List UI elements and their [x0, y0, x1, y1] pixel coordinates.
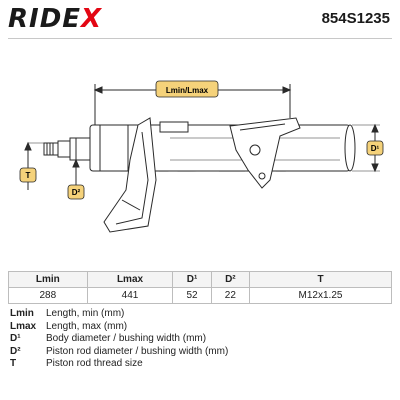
d1-badge	[366, 140, 384, 156]
legend-key: D¹	[10, 333, 21, 344]
length-label-box	[155, 80, 219, 98]
legend-row-t: T Piston rod thread size	[10, 358, 228, 371]
part-number: 854S1235	[321, 10, 390, 27]
t-badge	[19, 167, 37, 183]
legend-text: Piston rod diameter / bushing width (mm)	[46, 345, 229, 357]
legend-key: D²	[10, 345, 21, 357]
knuckle-bracket	[229, 117, 301, 189]
legend-row-lmin: Lmin Length, min (mm)	[10, 308, 228, 321]
t-label: T	[26, 171, 31, 180]
header-lmax: Lmax	[86, 271, 174, 288]
d2-dimension	[72, 138, 80, 190]
header-t: T	[249, 271, 392, 288]
spring-seat-bracket	[103, 117, 189, 233]
legend-row-d1: D¹ Body diameter / bushing width (mm)	[10, 333, 228, 346]
legend-key: T	[10, 358, 17, 369]
spec-table: Lmin Lmax D¹ D² T 288 441 52 22 M12x1.25	[8, 271, 392, 304]
value-d1: 52	[172, 287, 212, 304]
d2-badge	[67, 184, 85, 200]
legend-row-d2: D² Piston rod diameter / bushing width (…	[10, 346, 228, 359]
legend-text: Piston rod thread size	[46, 358, 143, 369]
legend-key: Lmax	[10, 320, 37, 332]
value-d2: 22	[210, 287, 251, 304]
spec-header-row: Lmin Lmax D¹ D² T	[8, 271, 392, 288]
piston-rod	[43, 137, 91, 161]
value-lmin: 288	[8, 287, 88, 304]
legend-key: Lmin	[10, 308, 34, 319]
length-label: Lmin/Lmax	[166, 86, 209, 95]
spec-value-row: 288 441 52 22 M12x1.25	[8, 287, 392, 304]
d2-label: D²	[72, 188, 81, 197]
header-d1: D¹	[172, 271, 212, 288]
shock-absorber-drawing: RIDEX Lmin/Lmax	[19, 80, 384, 233]
value-t: M12x1.25	[249, 287, 392, 304]
legend-row-lmax: Lmax Length, max (mm)	[10, 321, 228, 334]
logo-x-letter: X	[81, 4, 103, 34]
legend-text: Length, max (mm)	[46, 320, 128, 332]
header-lmin: Lmin	[8, 271, 88, 288]
header-d2: D²	[210, 271, 251, 288]
legend-text: Body diameter / bushing width (mm)	[46, 333, 207, 344]
legend: Lmin Length, min (mm) Lmax Length, max (…	[10, 308, 228, 371]
logo-text: RIDE	[8, 4, 82, 34]
value-lmax: 441	[86, 287, 174, 304]
d1-label: D¹	[371, 144, 380, 153]
header: RIDEX 854S1235	[0, 0, 400, 36]
header-divider	[8, 38, 392, 39]
ridex-logo: RIDEX	[8, 4, 102, 34]
legend-text: Length, min (mm)	[46, 308, 125, 319]
